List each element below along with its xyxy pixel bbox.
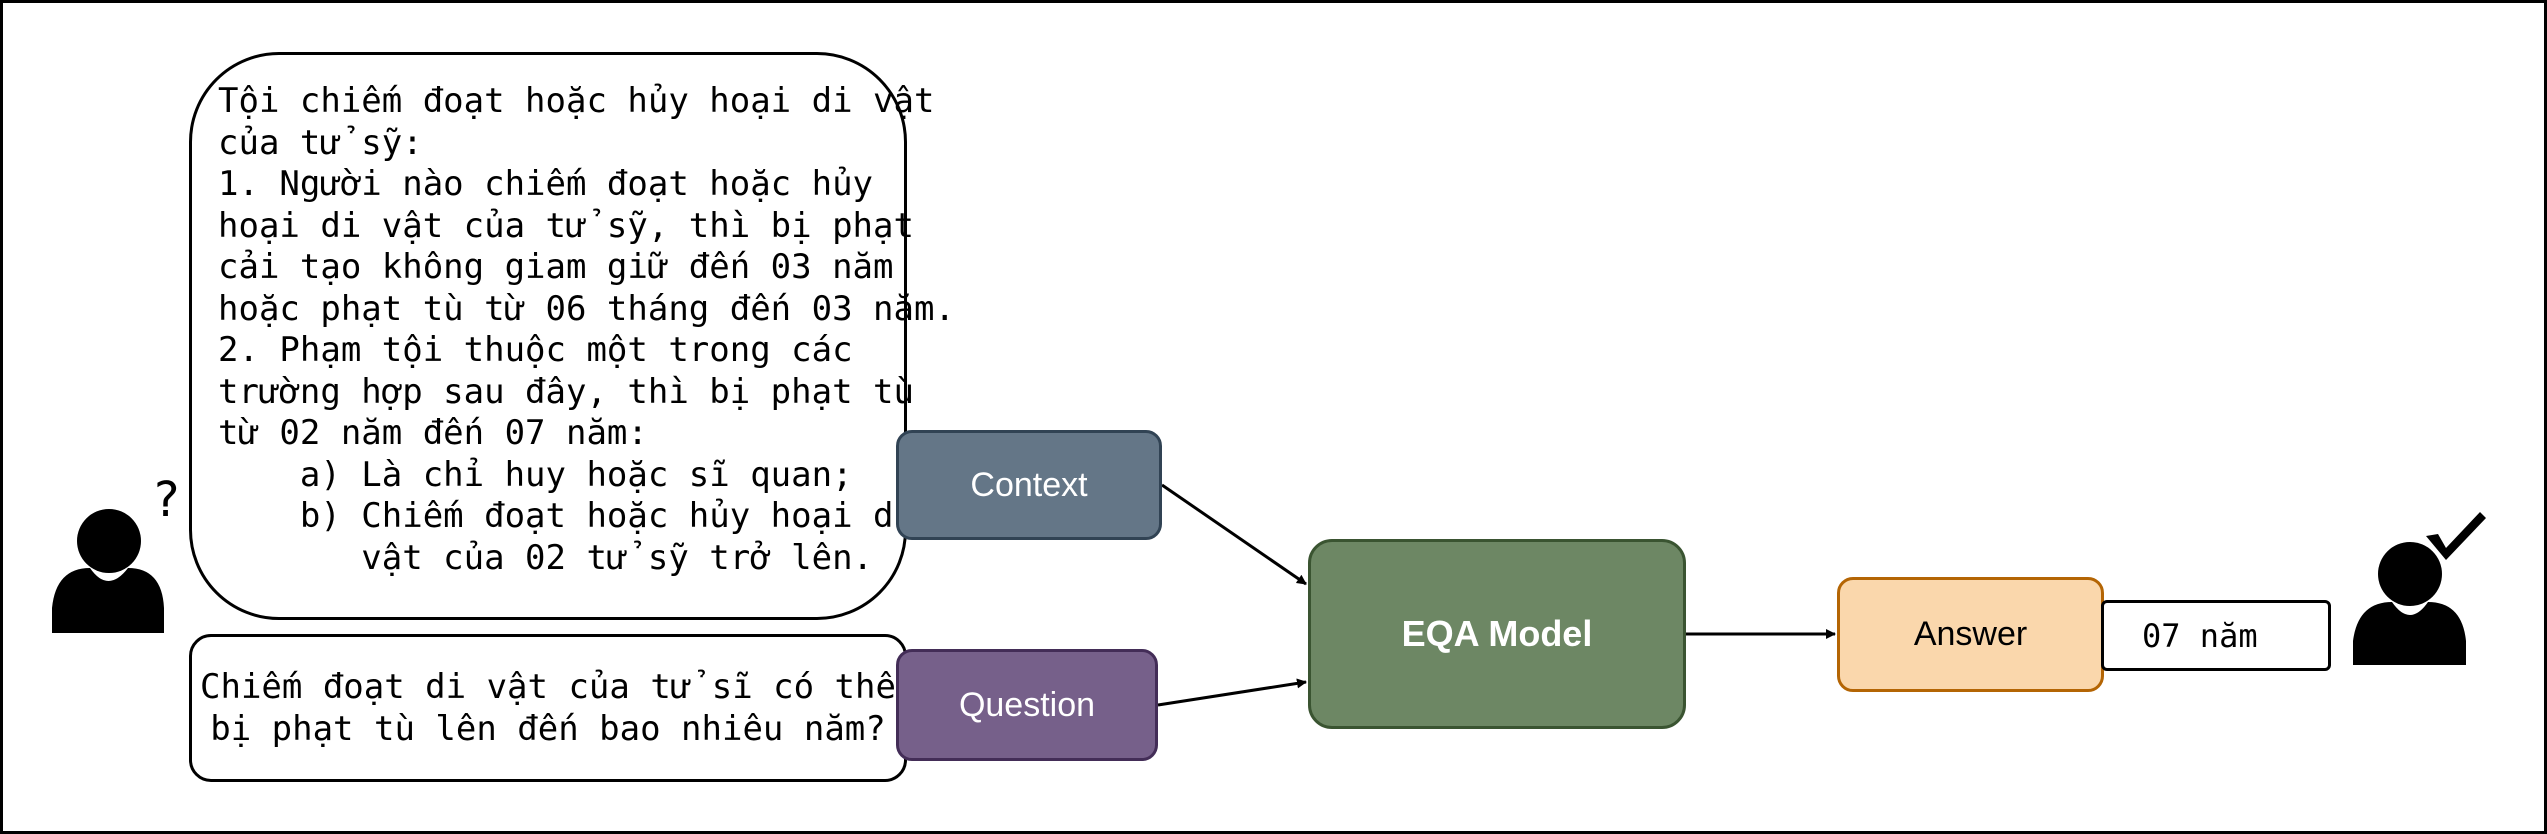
answer-value-box: 07 năm <box>2101 600 2331 671</box>
context-line: vật của 02 tử sỹ trở lên. <box>218 537 874 578</box>
context-speech-bubble: Tội chiếm đoạt hoặc hủy hoại di vật của … <box>189 52 955 620</box>
context-line: của tử sỹ: <box>218 122 423 163</box>
question-line: bị phạt tù lên đến bao nhiêu năm? <box>210 709 886 749</box>
question-node: Question <box>896 649 1158 761</box>
context-node-label: Context <box>970 465 1088 504</box>
question-node-label: Question <box>958 685 1096 724</box>
person-question-icon: ? <box>52 480 179 633</box>
answer-value: 07 năm <box>2142 616 2258 655</box>
answer-node: Answer <box>1837 577 2104 692</box>
context-line: 2. Phạm tội thuộc một trong các <box>218 330 853 370</box>
question-to-model-arrow <box>1157 678 1307 707</box>
context-line: hoặc phạt tù từ 06 tháng đến 03 năm. <box>218 288 955 329</box>
context-line: từ 02 năm đến 07 năm: <box>218 413 648 453</box>
question-text: Chiếm đoạt di vật của tử sĩ có thể bị ph… <box>200 666 896 750</box>
context-line: a) Là chỉ huy hoặc sĩ quan; <box>218 454 853 495</box>
context-line: hoại di vật của tử sỹ, thì bị phạt <box>218 205 914 246</box>
context-line: b) Chiếm đoạt hoặc hủy hoại di <box>218 496 914 536</box>
answer-node-label: Answer <box>1913 615 2028 653</box>
eqa-model-label: EQA Model <box>1401 613 1593 654</box>
context-line: 1. Người nào chiếm đoạt hoặc hủy <box>218 164 874 204</box>
question-speech-bubble: Chiếm đoạt di vật của tử sĩ có thể bị ph… <box>189 634 907 782</box>
context-line: Tội chiếm đoạt hoặc hủy hoại di vật <box>218 81 935 121</box>
context-to-model-arrow <box>1161 483 1307 586</box>
person-check-icon <box>2353 512 2486 665</box>
svg-text:?: ? <box>154 480 179 528</box>
context-line: cải tạo không giam giữ đến 03 năm <box>218 247 894 287</box>
eqa-model-node: EQA Model <box>1308 539 1686 729</box>
context-passage: Tội chiếm đoạt hoặc hủy hoại di vật của … <box>218 81 955 579</box>
question-line: Chiếm đoạt di vật của tử sĩ có thể <box>200 667 896 707</box>
context-node: Context <box>896 430 1162 540</box>
context-line: trường hợp sau đây, thì bị phạt tù <box>218 371 914 412</box>
